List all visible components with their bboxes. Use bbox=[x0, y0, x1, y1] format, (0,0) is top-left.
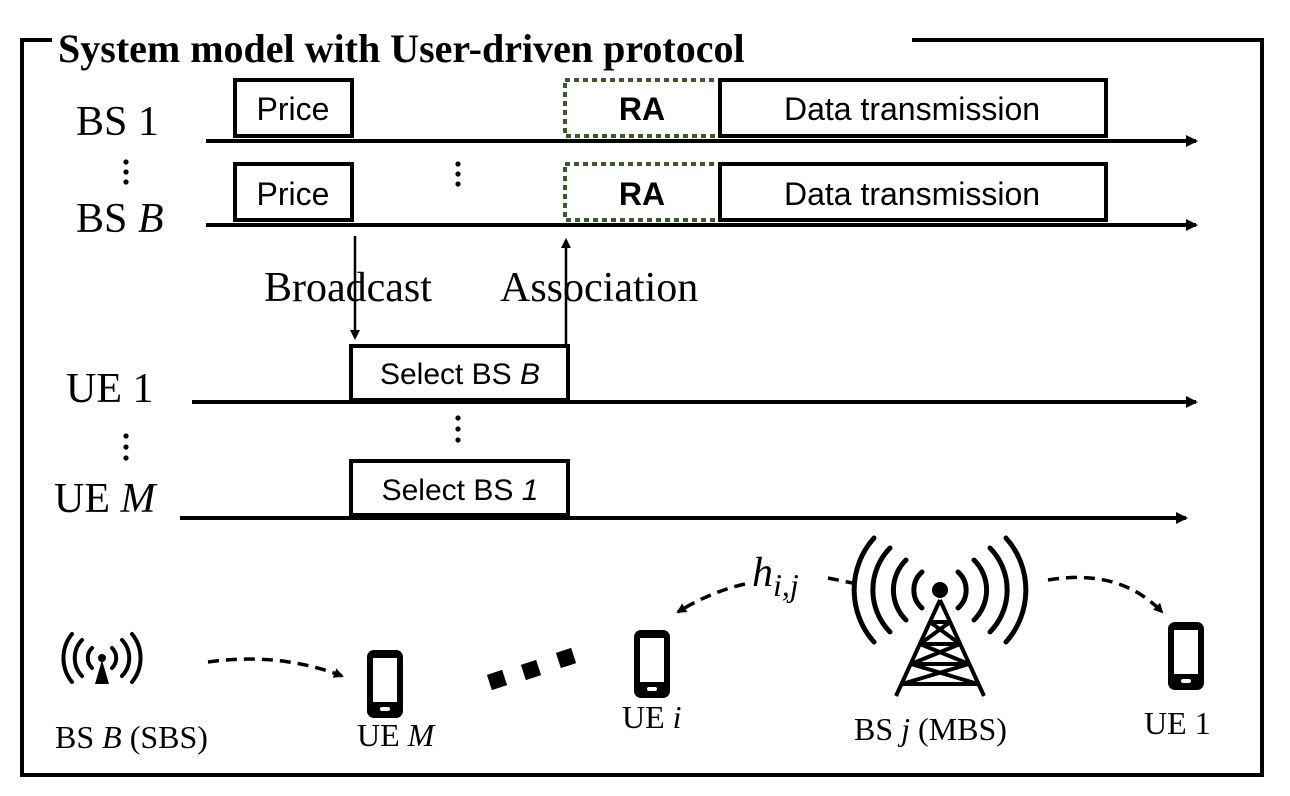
ue-m-timeline: UE M Select BS 1 bbox=[54, 459, 1188, 524]
diagram-title: System model with User-driven protocol bbox=[58, 26, 745, 71]
ue-m-label: UE M bbox=[54, 476, 158, 522]
association-label: Association bbox=[500, 265, 698, 311]
bs-1-ra-box bbox=[563, 78, 722, 138]
dashed-arrow-icon bbox=[1047, 575, 1164, 614]
phone-icon bbox=[634, 630, 670, 698]
sbs-label: BS B (SBS) bbox=[55, 719, 208, 755]
sbs-tower-icon bbox=[61, 632, 143, 684]
ue-i-device-label: UE i bbox=[622, 699, 682, 735]
bs-1-ra-label: RA bbox=[619, 91, 665, 127]
ue-1-timeline: UE 1 Select BS B bbox=[66, 344, 1198, 412]
ue-1-select-box bbox=[349, 344, 570, 402]
phone-icon bbox=[1168, 622, 1204, 690]
bs-1-data-box bbox=[718, 78, 1108, 138]
ue-m-select-box bbox=[349, 459, 570, 517]
bs-b-price-label: Price bbox=[257, 176, 330, 212]
phone-icon bbox=[367, 650, 403, 718]
ue-1-select-label: Select BS B bbox=[380, 358, 540, 391]
bs-b-ra-label: RA bbox=[619, 176, 665, 212]
mbs-label: BS j (MBS) bbox=[854, 711, 1007, 747]
bs-b-ra-box bbox=[563, 162, 722, 222]
ellipsis-dots-icon bbox=[486, 647, 577, 691]
ue-1-device-label: UE 1 bbox=[1144, 705, 1211, 741]
broadcast-label: Broadcast bbox=[264, 265, 432, 311]
mbs-tower-icon bbox=[851, 535, 1029, 697]
bs-b-label: BS B bbox=[76, 196, 164, 242]
ue-m-device-label: UE M bbox=[357, 717, 437, 753]
bs-b-price-box bbox=[233, 162, 354, 222]
bs-b-data-label: Data transmission bbox=[784, 176, 1040, 212]
dashed-arrow-icon bbox=[207, 657, 344, 678]
channel-label: hi,j bbox=[752, 550, 799, 603]
bs-1-timeline: BS 1 Price RA Data transmission bbox=[76, 78, 1198, 147]
bs-b-timeline: BS B Price RA Data transmission bbox=[76, 162, 1198, 242]
bs-1-price-box bbox=[233, 78, 354, 138]
bs-b-data-box bbox=[718, 162, 1108, 222]
bs-1-price-label: Price bbox=[257, 91, 330, 127]
bs-1-data-label: Data transmission bbox=[784, 91, 1040, 127]
ue-1-label: UE 1 bbox=[66, 366, 154, 412]
bs-1-label: BS 1 bbox=[76, 99, 159, 145]
outer-frame bbox=[20, 38, 1264, 777]
ellipsis-dots-icon bbox=[123, 415, 461, 461]
ellipsis-dots-icon bbox=[123, 159, 461, 187]
ue-m-select-label: Select BS 1 bbox=[382, 474, 539, 507]
